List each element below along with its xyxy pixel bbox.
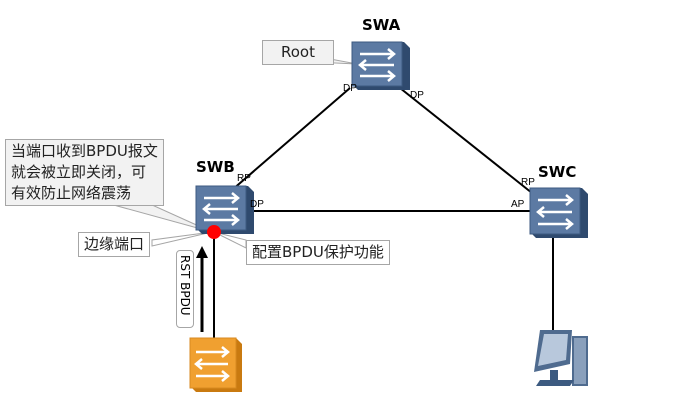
downstream-switch-icon[interactable] [189, 337, 242, 392]
port-label-swb-right: DP [250, 199, 264, 210]
switch-swb-icon[interactable] [195, 185, 254, 234]
rst-bpdu-label: RST BPDU [176, 250, 194, 328]
bpdu-note-callout: 当端口收到BPDU报文 就会被立即关闭，可 有效防止网络震荡 [5, 139, 164, 206]
port-label-swc-left: AP [511, 199, 525, 210]
link-swa-swc [399, 87, 533, 194]
switch-swb-name: SWB [196, 158, 235, 176]
bpdu-protect-callout: 配置BPDU保护功能 [246, 240, 390, 265]
port-label-swb-up: RP [237, 173, 251, 184]
edge-port-callout: 边缘端口 [78, 232, 151, 257]
bpdu-arrow-icon [196, 246, 208, 332]
edge-port-dot[interactable] [207, 225, 221, 239]
switch-swc-name: SWC [538, 163, 577, 181]
switch-swa-name: SWA [362, 16, 401, 34]
port-label-swa-left: DP [343, 83, 357, 94]
port-label-swc-up: RP [521, 177, 535, 188]
link-swa-swb [231, 87, 351, 191]
port-label-swa-right: DP [410, 90, 424, 101]
pc-icon[interactable] [534, 330, 588, 386]
switch-swa-icon[interactable] [351, 41, 410, 90]
switch-swc-icon[interactable] [529, 187, 588, 238]
root-callout: Root [262, 40, 334, 65]
callout-pointer-edge [151, 231, 213, 247]
